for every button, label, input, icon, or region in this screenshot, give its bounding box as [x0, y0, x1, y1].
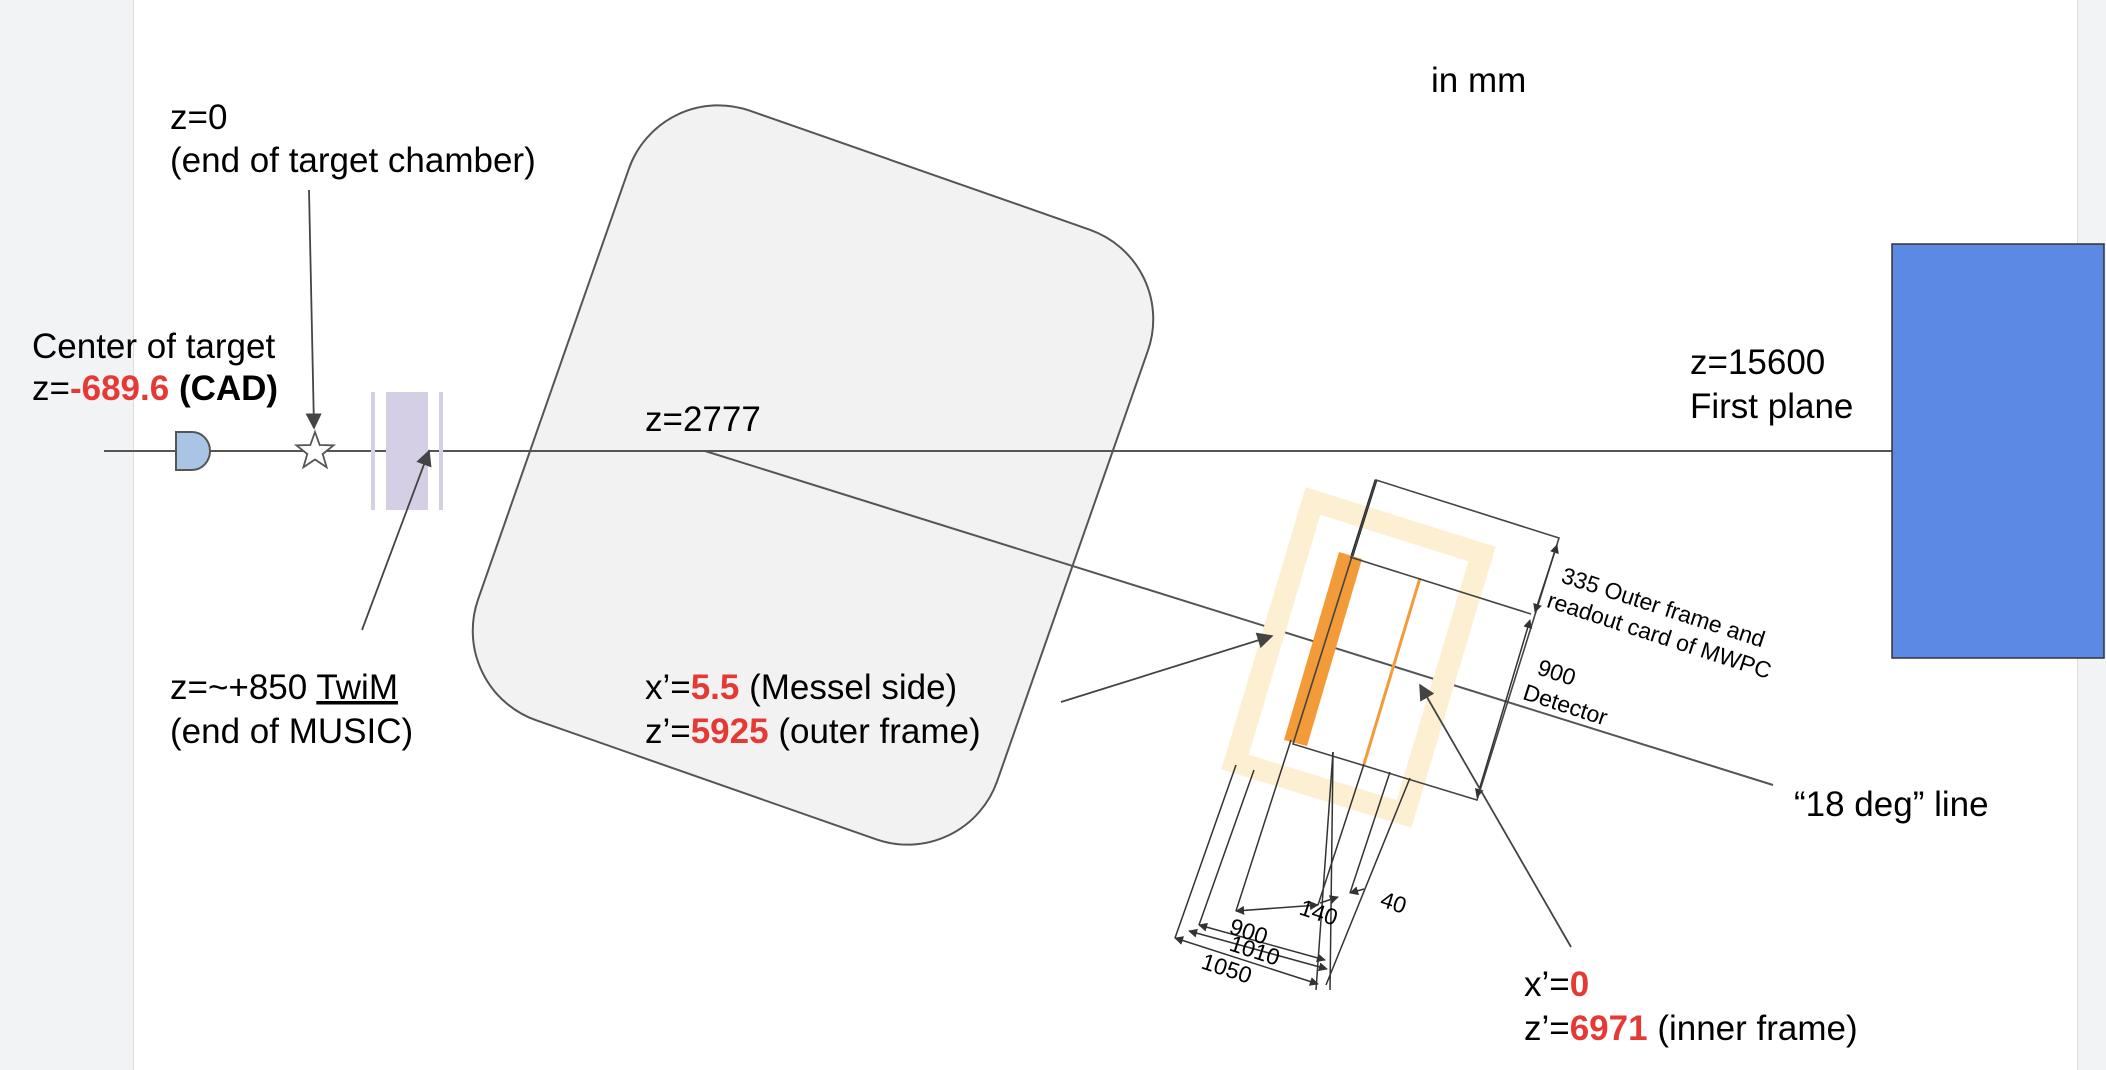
mwpc-thin-plane [1362, 577, 1422, 765]
dim-40-label: 40 [1377, 886, 1409, 919]
dim-335-arrow [1533, 544, 1559, 613]
inner-frame-pointer-arrow [1419, 683, 1572, 948]
z0-description: (end of target chamber) [170, 141, 536, 180]
eighteen-degree-label: “18 deg” line [1794, 785, 1989, 824]
first-plane-detector [1891, 243, 2105, 659]
dimension-lines-bottom [1174, 739, 1411, 991]
z2777-label: z=2777 [645, 400, 761, 439]
z0-label: z=0 [170, 98, 227, 137]
magnet-outline [471, 104, 1155, 846]
star-icon [293, 429, 337, 470]
slide-canvas [133, 0, 2078, 1070]
twim-pointer-arrow [361, 449, 432, 631]
mwpc-inner-divider [1349, 556, 1532, 615]
dim-140-label: 140 [1296, 894, 1341, 931]
z0-pointer-arrow [305, 189, 322, 430]
inner-z-label: z’=6971 (inner frame) [1524, 1009, 1858, 1048]
mwpc-envelope-outline [1291, 478, 1561, 801]
twim-description: (end of MUSIC) [170, 712, 413, 751]
target-icon [175, 431, 211, 471]
twim-label: z=~+850 TwiM [170, 668, 398, 707]
z15600-label: z=15600 [1690, 343, 1825, 382]
outer-frame-annotation: 335 Outer frame and readout card of MWPC [1544, 562, 1775, 684]
mwpc-outer-frame [1221, 487, 1496, 828]
detector-annotation: 900 Detector [1520, 654, 1611, 730]
messel-z-label: z’=5925 (outer frame) [645, 712, 981, 751]
first-plane-label: First plane [1690, 387, 1853, 426]
messel-pointer-arrow [1060, 632, 1274, 703]
dim-900-detector-arrow [1475, 619, 1532, 798]
units-note: in mm [1431, 61, 1526, 100]
target-z-label: z=-689.6 (CAD) [32, 369, 278, 408]
inner-x-label: x’=0 [1524, 965, 1589, 1004]
target-label: Center of target [32, 327, 275, 366]
messel-x-label: x’=5.5 (Messel side) [645, 668, 957, 707]
eighteen-degree-line [704, 450, 1774, 786]
